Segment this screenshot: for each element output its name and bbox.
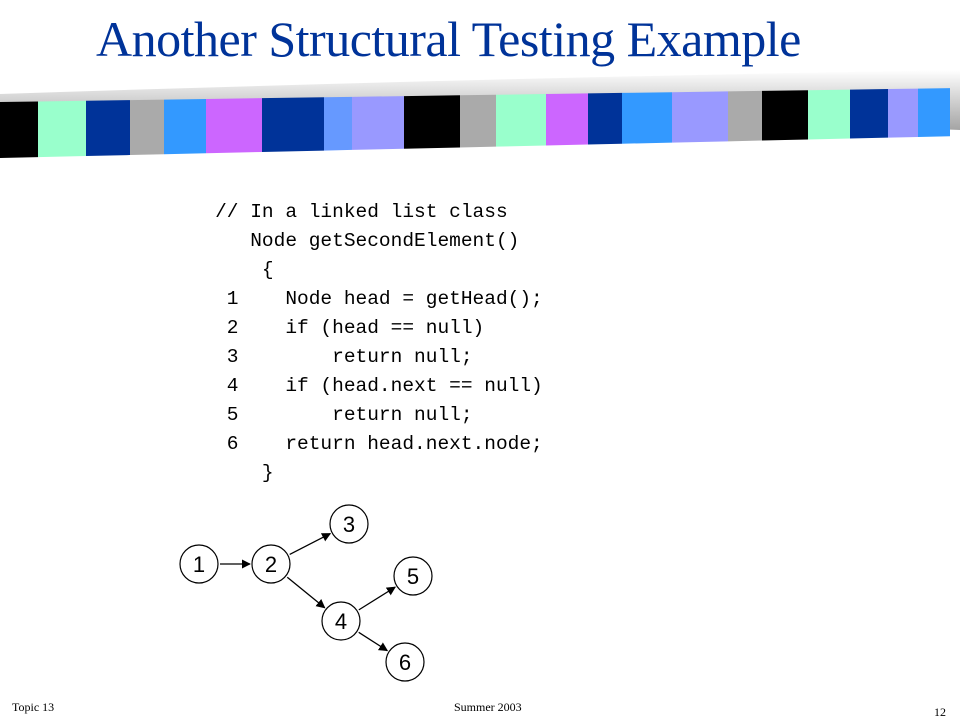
node-label: 5 [407,564,419,589]
stripe-segment [808,89,850,140]
stripe-segment [850,89,888,139]
graph-node-4: 4 [321,601,361,641]
control-flow-graph: 1 2 3 4 5 6 [179,504,433,682]
stripe-segment [86,100,130,157]
edge-2-4 [286,576,326,609]
node-label: 2 [265,552,277,577]
graph-node-5: 5 [393,556,433,596]
stripe-segment [728,90,762,142]
graph-node-6: 6 [385,642,425,682]
node-circle [321,601,361,641]
code-line: Node getSecondElement() [180,230,520,252]
code-line: 2 if (head == null) [180,317,485,339]
node-label: 3 [343,512,355,537]
stripe-segment [888,88,918,138]
edge-4-6 [358,631,389,652]
stripe-segment [918,88,950,137]
stripe-segment [38,100,86,158]
stripe-segment [762,90,808,141]
graph-node-2: 2 [251,544,291,584]
footer-topic: Topic 13 [12,700,55,714]
code-line: 6 return head.next.node; [180,433,543,455]
edge-2-3 [289,533,332,555]
node-circle [385,642,425,682]
decorative-stripe-band [0,70,960,158]
code-line: { [180,259,274,281]
stripe-segment [206,98,262,154]
code-line: } [180,462,274,484]
node-circle [329,504,369,544]
graph-node-1: 1 [179,544,219,584]
stripe-segment [324,96,352,151]
edge-4-5 [358,586,396,611]
stripe-segment [404,95,460,149]
code-line: 3 return null; [180,346,473,368]
code-line: 5 return null; [180,404,473,426]
stripe-segment [0,101,38,158]
code-line: // In a linked list class [180,201,508,223]
node-label: 6 [399,650,411,675]
stripe-segment [672,91,728,143]
stripe-segment [130,99,164,156]
stripe-segment [164,98,206,155]
stripe-segment [496,94,546,147]
node-circle [251,544,291,584]
stripe-segment [460,94,496,148]
code-line: 1 Node head = getHead(); [180,288,543,310]
node-label: 4 [335,609,347,634]
slide-title: Another Structural Testing Example [96,11,801,67]
stripe-segment [262,97,324,152]
graph-node-3: 3 [329,504,369,544]
footer-page-number: 12 [934,705,946,719]
code-line: 4 if (head.next == null) [180,375,543,397]
node-circle [393,556,433,596]
stripe-segment [352,96,404,150]
node-circle [179,544,219,584]
code-listing: // In a linked list class Node getSecond… [180,198,543,488]
stripe-segment [622,92,672,144]
footer-term: Summer 2003 [454,700,522,714]
stripe-segment [546,93,588,146]
stripe-segment [588,92,622,145]
node-label: 1 [193,552,205,577]
